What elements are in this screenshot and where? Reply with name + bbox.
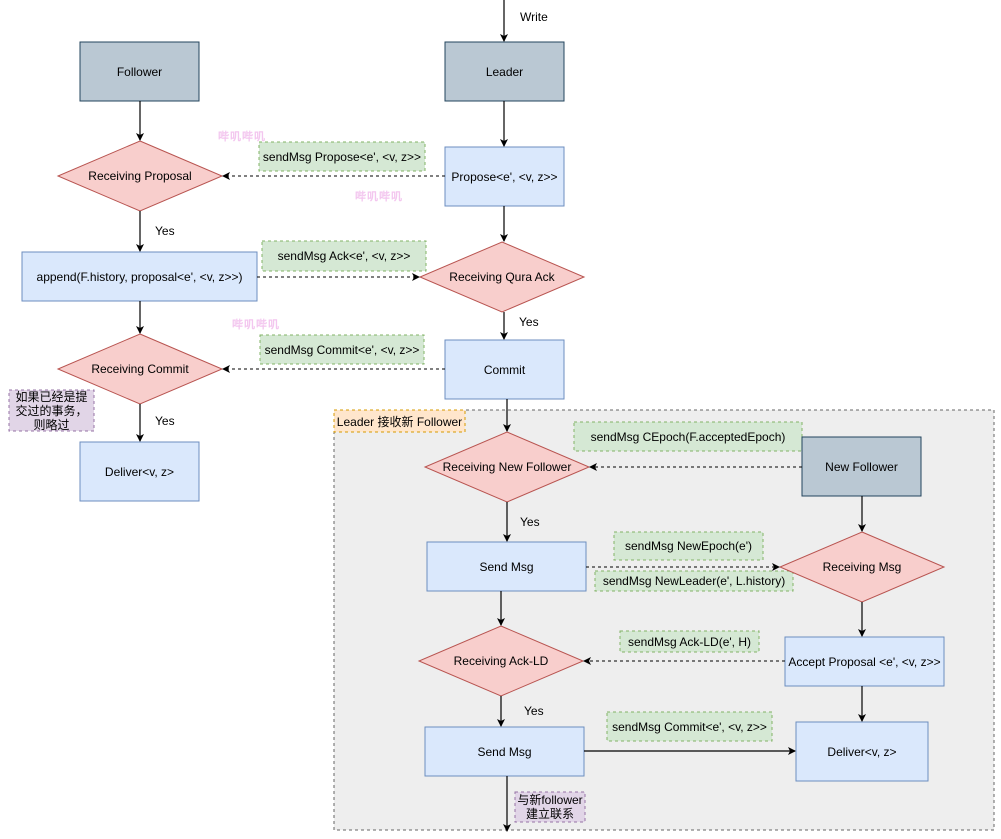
- watermark-3: 哔叽哔叽: [232, 319, 280, 331]
- commit-label: Commit: [483, 362, 526, 377]
- watermark-1: 哔叽哔叽: [218, 131, 266, 143]
- msg-cepoch-label: sendMsg CEpoch(F.acceptedEpoch): [590, 429, 786, 444]
- msg-propose-label: sendMsg Propose<e', <v, z>>: [262, 149, 422, 164]
- append-box: [21, 251, 258, 302]
- msg-propose-box: [258, 141, 426, 172]
- flow-edges: [136, 0, 866, 832]
- msg-commit-box: [259, 334, 425, 365]
- append-label: append(F.history, proposal<e', <v, z>>): [36, 269, 243, 284]
- msg-commit-label: sendMsg Commit<e', <v, z>>: [264, 342, 420, 357]
- receiving-proposal-label: Receiving Proposal: [88, 169, 192, 183]
- msg-ackld-label: sendMsg Ack-LD(e', H): [628, 634, 751, 649]
- msg-newepoch-label: sendMsg NewEpoch(e'): [624, 539, 752, 553]
- deliver-new-label: Deliver<v, z>: [827, 744, 897, 759]
- msg-commit2-box: [606, 711, 773, 742]
- commit-box: [444, 339, 565, 400]
- write-label: Write: [520, 10, 548, 24]
- msg-commit2-label: sendMsg Commit<e', <v, z>>: [612, 719, 767, 734]
- yes-label-1: Yes: [155, 224, 175, 238]
- msg-ack-box: [261, 240, 427, 272]
- new-follower-label: New Follower: [825, 459, 898, 474]
- group-label-box: [333, 409, 466, 433]
- send-msg-1-label: Send Msg: [479, 559, 534, 574]
- note-connect-follower: 与新follower建立联系: [517, 793, 583, 821]
- msg-newleader-label: sendMsg NewLeader(e', L.history): [602, 574, 786, 588]
- watermark-2: 哔叽哔叽: [355, 191, 403, 203]
- group-label: Leader 接收新 Follower: [336, 414, 463, 429]
- accept-proposal-box: [784, 636, 945, 687]
- yes-label-5: Yes: [524, 704, 544, 718]
- receiving-ack-ld-label: Receiving Ack-LD: [453, 654, 549, 668]
- propose-label: Propose<e', <v, z>>: [451, 169, 558, 184]
- propose-box: [444, 146, 565, 207]
- accept-proposal-label: Accept Proposal <e', <v, z>>: [788, 654, 941, 669]
- receiving-qura-ack-label: Receiving Qura Ack: [449, 270, 555, 284]
- msg-newepoch-box: [613, 531, 764, 561]
- msg-newleader-box: [594, 570, 794, 592]
- msg-ack-label: sendMsg Ack<e', <v, z>>: [277, 249, 411, 263]
- note-skip-committed: 如果已经是提交过的事务，则略过: [15, 389, 88, 432]
- note-connect-box: [514, 791, 586, 823]
- receiving-commit-label: Receiving Commit: [91, 362, 189, 376]
- msg-ackld-box: [619, 630, 760, 653]
- receiving-msg-label: Receiving Msg: [822, 560, 902, 574]
- deliver-follower-label: Deliver<v, z>: [104, 464, 175, 479]
- send-msg-2-box: [424, 726, 585, 777]
- deliver-follower-box: [79, 441, 200, 502]
- msg-cepoch-box: [573, 421, 803, 452]
- yes-label-3: Yes: [155, 414, 175, 428]
- receiving-qura-ack-diamond: [418, 241, 586, 313]
- yes-label-2: Yes: [519, 315, 539, 329]
- leader-label: Leader: [485, 64, 524, 79]
- deliver-new-box: [795, 721, 929, 782]
- yes-label-4: Yes: [520, 515, 540, 529]
- message-edges: [222, 172, 802, 665]
- leader-box: [444, 41, 565, 102]
- send-msg-2-label: Send Msg: [477, 744, 532, 759]
- follower-box: [79, 41, 200, 102]
- receiving-new-follower-label: Receiving New Follower: [442, 460, 572, 474]
- send-msg-1-box: [426, 541, 587, 592]
- follower-label: Follower: [116, 64, 163, 79]
- note-skip-box: [8, 389, 95, 432]
